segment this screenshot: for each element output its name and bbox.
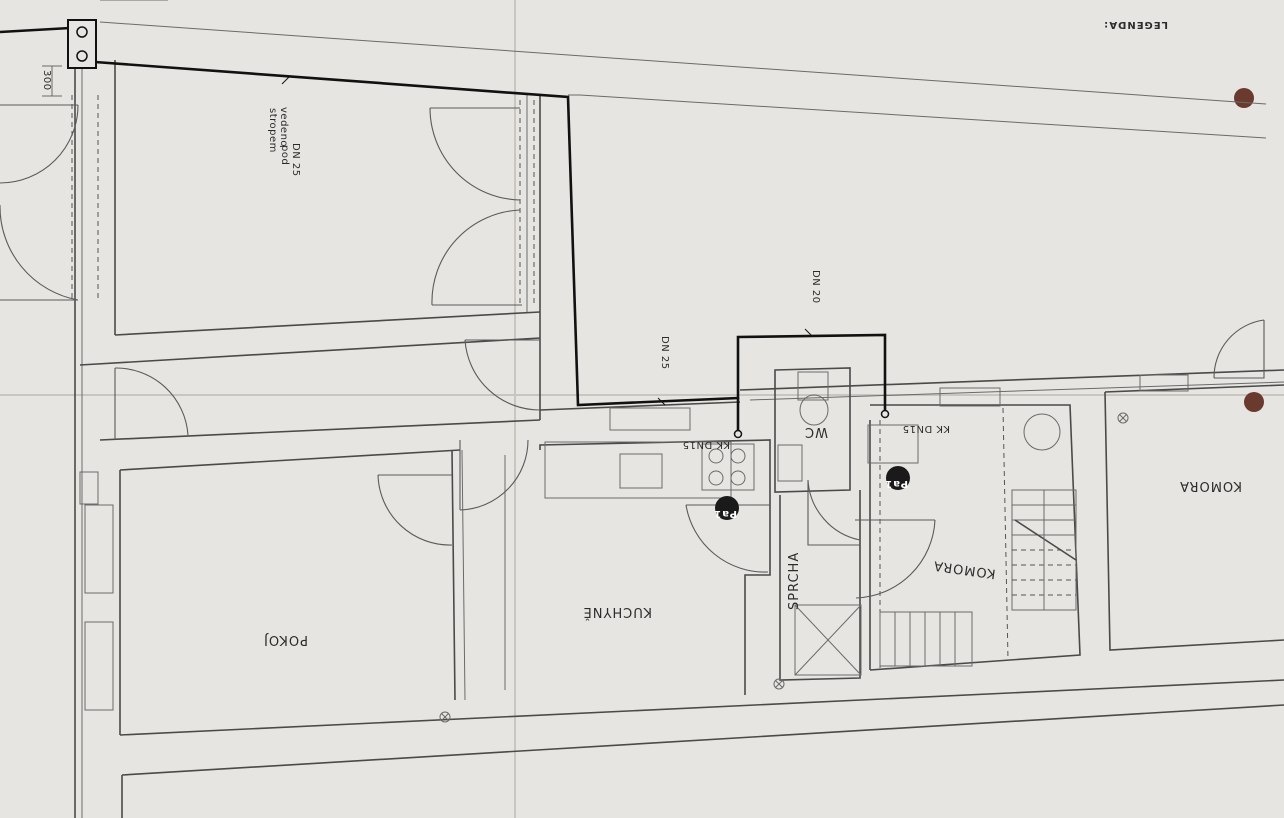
shower-tray: [794, 604, 862, 676]
outer-walls: [74, 60, 1284, 818]
toilet-bowl: [799, 394, 829, 426]
dimension-label: 300: [41, 70, 52, 91]
valve: [733, 429, 743, 439]
pipe-note-pod: pod: [279, 145, 290, 165]
wc-basin: [777, 444, 803, 482]
room-label-kuchyne: KUCHYNĚ: [583, 604, 652, 620]
room-label-komora-2: KOMORA: [1179, 478, 1242, 493]
street-lines: [99, 0, 1267, 139]
water-supply-pipe: [0, 19, 890, 439]
pipe-label-dn20: DN 20: [810, 270, 821, 304]
fixture-label-1: Pa1: [713, 508, 737, 519]
punch-hole: [1234, 88, 1254, 108]
valve: [880, 409, 890, 419]
kitchen-sink: [619, 453, 663, 489]
toilet-tank: [797, 371, 829, 401]
pipe-label-kk-kitchen: KK DN15: [682, 439, 730, 450]
water-meter: [67, 19, 97, 69]
dimension: [42, 65, 62, 97]
legend-title: LEGENDA:: [1103, 19, 1168, 30]
stairs: [879, 489, 1077, 667]
utility-sink: [867, 424, 919, 464]
boiler: [1023, 413, 1061, 451]
pipe-label-dn25-main: DN 25: [290, 143, 301, 177]
punch-hole: [1244, 392, 1264, 412]
cooktop: [701, 443, 755, 491]
door-swings: [0, 104, 1265, 599]
pipe-note-vedeno: vedeno: [278, 107, 289, 147]
fixtures: [79, 371, 1061, 676]
room-label-wc: WC: [804, 424, 828, 439]
room-label-pokoj: POKOJ: [263, 632, 308, 647]
room-label-sprcha: SPRCHA: [787, 552, 802, 610]
pipe-label-kk-wc: KK DN15: [902, 423, 950, 434]
fixture-symbol: [715, 496, 739, 520]
fixture-label-2: Pa1: [884, 478, 908, 489]
floor-drains: [439, 412, 1129, 723]
room-walls: [84, 367, 1284, 735]
pipe-note-stropem: stropem: [267, 108, 278, 153]
fixture-symbol: [886, 466, 910, 490]
pipe-label-dn25-kitchen: DN 25: [659, 336, 670, 370]
kitchen-counter: [544, 441, 732, 499]
